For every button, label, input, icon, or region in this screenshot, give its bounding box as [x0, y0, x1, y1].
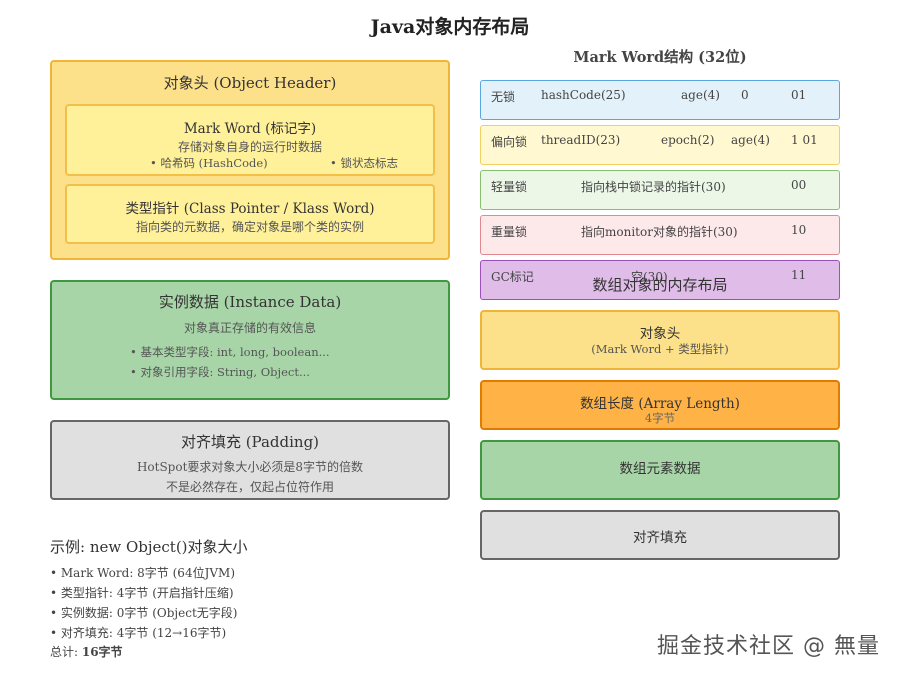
array-length-box: [480, 380, 840, 430]
lock-state: 偏向锁: [491, 135, 528, 149]
example-total-label: 总计:: [50, 645, 82, 659]
array-header-sub: (Mark Word + 类型指针): [591, 342, 729, 356]
lock-bits: 1 01: [791, 133, 818, 147]
array-layout-title: 数组对象的内存布局: [592, 276, 728, 294]
lock-bits: 10: [791, 223, 807, 237]
lock-state: GC标记: [491, 270, 534, 284]
field: age(4): [731, 133, 770, 147]
example-line: • 类型指针: 4字节 (开启指针压缩): [50, 586, 234, 600]
example-line: • 对齐填充: 4字节 (12→16字节): [50, 626, 227, 640]
instance-data-bullet-reference: • 对象引用字段: String, Object...: [130, 365, 310, 379]
instance-data-title: 实例数据 (Instance Data): [158, 293, 342, 311]
page-title: Java对象内存布局: [370, 16, 530, 38]
array-elements-box: [480, 440, 840, 500]
mark-word-title: Mark Word (标记字): [183, 121, 317, 137]
array-length-sub: 4字节: [644, 411, 676, 425]
field: age(4): [681, 88, 720, 102]
mark-word-row-gc: GC标记 空(30) 11: [480, 260, 840, 300]
class-pointer-box: [65, 184, 435, 244]
lock-state: 无锁: [491, 90, 516, 104]
class-pointer-title: 类型指针 (Class Pointer / Klass Word): [125, 201, 375, 217]
example-line: • Mark Word: 8字节 (64位JVM): [50, 566, 236, 580]
example-total: 总计: 16字节: [50, 643, 123, 660]
mark-word-bullet-lock: • 锁状态标志: [330, 156, 398, 170]
padding-title: 对齐填充 (Padding): [180, 433, 320, 451]
mark-word-row-unlocked: 无锁 hashCode(25) age(4) 0 01: [480, 80, 840, 120]
mark-word-row-heavyweight: 重量锁 指向monitor对象的指针(30) 10: [480, 215, 840, 255]
watermark: 掘金技术社区 @ 無量: [657, 634, 880, 659]
instance-data-box: [50, 280, 450, 400]
lock-bits: 00: [791, 178, 807, 192]
array-header-title: 对象头: [639, 326, 681, 342]
mark-word-bullet-hashcode: • 哈希码 (HashCode): [150, 156, 268, 170]
field: 指向栈中锁记录的指针(30): [581, 180, 726, 194]
lock-state: 轻量锁: [491, 180, 528, 194]
array-padding-title: 对齐填充: [633, 530, 687, 546]
instance-data-bullet-primitive: • 基本类型字段: int, long, boolean...: [130, 345, 330, 359]
field: epoch(2): [661, 133, 715, 147]
example-title: 示例: new Object()对象大小: [50, 538, 248, 556]
mark-word-row-lightweight: 轻量锁 指向栈中锁记录的指针(30) 00: [480, 170, 840, 210]
field: 指向monitor对象的指针(30): [581, 225, 738, 239]
padding-desc-2: 不是必然存在，仅起占位符作用: [165, 480, 334, 494]
object-header-title: 对象头 (Object Header): [163, 74, 337, 92]
mark-word-row-biased: 偏向锁 threadID(23) epoch(2) age(4) 1 01: [480, 125, 840, 165]
example-line: • 实例数据: 0字节 (Object无字段): [50, 606, 238, 620]
field: hashCode(25): [541, 88, 626, 102]
field: threadID(23): [541, 133, 621, 147]
array-elements-title: 数组元素数据: [619, 461, 701, 477]
lock-state: 重量锁: [491, 225, 528, 239]
array-header-box: [480, 310, 840, 370]
mark-word-structure-title: Mark Word结构 (32位): [573, 49, 747, 66]
example-total-value: 16字节: [81, 645, 123, 659]
class-pointer-desc: 指向类的元数据，确定对象是哪个类的实例: [135, 220, 364, 234]
lock-bits: 11: [791, 268, 807, 282]
array-padding-box: [480, 510, 840, 560]
mark-word-box: [65, 104, 435, 176]
array-length-title: 数组长度 (Array Length): [580, 396, 740, 412]
padding-desc-1: HotSpot要求对象大小必须是8字节的倍数: [136, 460, 364, 474]
lock-bits: 01: [791, 88, 807, 102]
field: 空(30): [631, 270, 668, 284]
padding-box: [50, 420, 450, 500]
field: 0: [741, 88, 749, 102]
instance-data-desc: 对象真正存储的有效信息: [183, 321, 316, 335]
mark-word-desc: 存储对象自身的运行时数据: [177, 140, 322, 154]
